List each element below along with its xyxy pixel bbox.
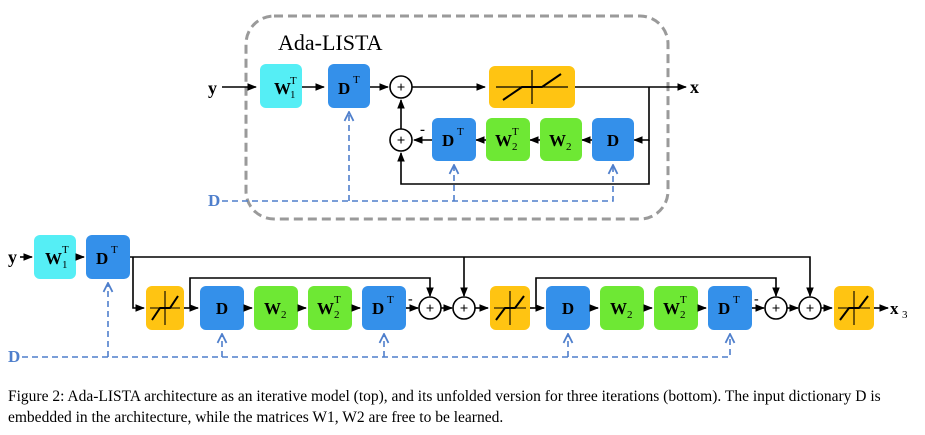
top-dict-d: D: [208, 191, 220, 210]
bottom-dict-d: D: [8, 347, 20, 366]
top-w2-block: W 2: [540, 118, 582, 161]
top-d-block: D: [592, 118, 634, 161]
svg-text:2: 2: [512, 141, 518, 153]
diagram: Ada-LISTA y W T 1 D T +: [8, 14, 908, 366]
top-dt-block: D T: [328, 64, 370, 108]
svg-text:2: 2: [680, 309, 686, 321]
svg-text:T: T: [62, 244, 69, 256]
svg-text:D: D: [607, 131, 619, 150]
svg-text:W: W: [610, 299, 627, 318]
svg-text:D: D: [96, 249, 108, 268]
svg-text:T: T: [334, 294, 341, 306]
svg-text:W: W: [663, 299, 680, 318]
svg-text:D: D: [372, 299, 384, 318]
top-sum-node-2: +: [389, 128, 413, 152]
bottom-threshold-2: [490, 286, 530, 330]
svg-text:D: D: [562, 299, 574, 318]
svg-text:D: D: [442, 131, 454, 150]
svg-text:D: D: [718, 299, 730, 318]
svg-text:T: T: [387, 294, 394, 306]
svg-text:D: D: [216, 299, 228, 318]
top-sum-node-1: +: [389, 75, 413, 99]
bottom-sum-2a: +: [764, 296, 788, 320]
svg-text:W: W: [45, 249, 62, 268]
svg-text:W: W: [264, 299, 281, 318]
top-diagram: Ada-LISTA y W T 1 D T +: [208, 14, 699, 221]
bottom-w2t-block-2: W T 2: [654, 286, 698, 330]
bottom-w2t-block-1: W T 2: [308, 286, 352, 330]
svg-text:W: W: [274, 79, 291, 98]
top-input-y: y: [208, 78, 217, 98]
svg-text:+: +: [397, 133, 406, 149]
bottom-sum-2b: +: [798, 296, 822, 320]
svg-text:T: T: [353, 74, 360, 86]
bottom-output-x3: x: [890, 299, 899, 318]
svg-text:+: +: [460, 301, 469, 317]
bottom-threshold-3: [834, 286, 874, 330]
bottom-threshold-1: [146, 286, 184, 330]
bottom-diagram: y W T 1 D T D: [8, 235, 908, 366]
top-minus-sign: -: [420, 122, 425, 138]
bottom-minus-1: -: [408, 292, 413, 307]
svg-text:W: W: [549, 131, 566, 150]
svg-text:T: T: [680, 294, 687, 306]
svg-text:+: +: [426, 301, 435, 317]
top-threshold-block: [489, 66, 575, 108]
top-title: Ada-LISTA: [278, 30, 383, 55]
svg-text:T: T: [111, 244, 118, 256]
svg-text:T: T: [733, 294, 740, 306]
svg-text:+: +: [806, 301, 815, 317]
svg-text:1: 1: [62, 259, 68, 271]
top-w1t-block: W T 1: [260, 64, 302, 108]
bottom-dt-block-2: D T: [708, 286, 752, 330]
bottom-d-block-2: D: [546, 286, 590, 330]
bottom-sum-1a: +: [418, 296, 442, 320]
bottom-w2-block-1: W 2: [254, 286, 298, 330]
bottom-output-sub: 3: [902, 309, 908, 321]
top-w2t-block: W T 2: [486, 118, 530, 161]
svg-text:W: W: [317, 299, 334, 318]
bottom-sum-1b: +: [452, 296, 476, 320]
bottom-w2-block-2: W 2: [600, 286, 644, 330]
svg-text:+: +: [772, 301, 781, 317]
bottom-first-dt-block: D T: [86, 235, 130, 279]
top-output-x: x: [690, 77, 699, 97]
svg-text:2: 2: [627, 309, 633, 321]
ada-lista-frame: [244, 14, 670, 221]
svg-text:W: W: [495, 131, 512, 150]
bottom-dt-block-1: D T: [362, 286, 406, 330]
svg-text:D: D: [338, 79, 350, 98]
svg-text:1: 1: [290, 89, 296, 101]
svg-text:T: T: [290, 75, 297, 87]
svg-text:T: T: [512, 126, 519, 138]
figure-caption: Figure 2: Ada-LISTA architecture as an i…: [8, 388, 881, 426]
bottom-input-y: y: [8, 247, 17, 267]
svg-text:2: 2: [281, 309, 287, 321]
bottom-d-block-1: D: [200, 286, 244, 330]
svg-text:2: 2: [566, 141, 572, 153]
svg-text:2: 2: [334, 309, 340, 321]
svg-text:T: T: [457, 126, 464, 138]
bottom-w1t-block: W T 1: [34, 235, 76, 279]
svg-text:+: +: [397, 80, 406, 96]
bottom-minus-2: -: [754, 292, 759, 307]
top-inner-dt-block: D T: [432, 118, 476, 161]
